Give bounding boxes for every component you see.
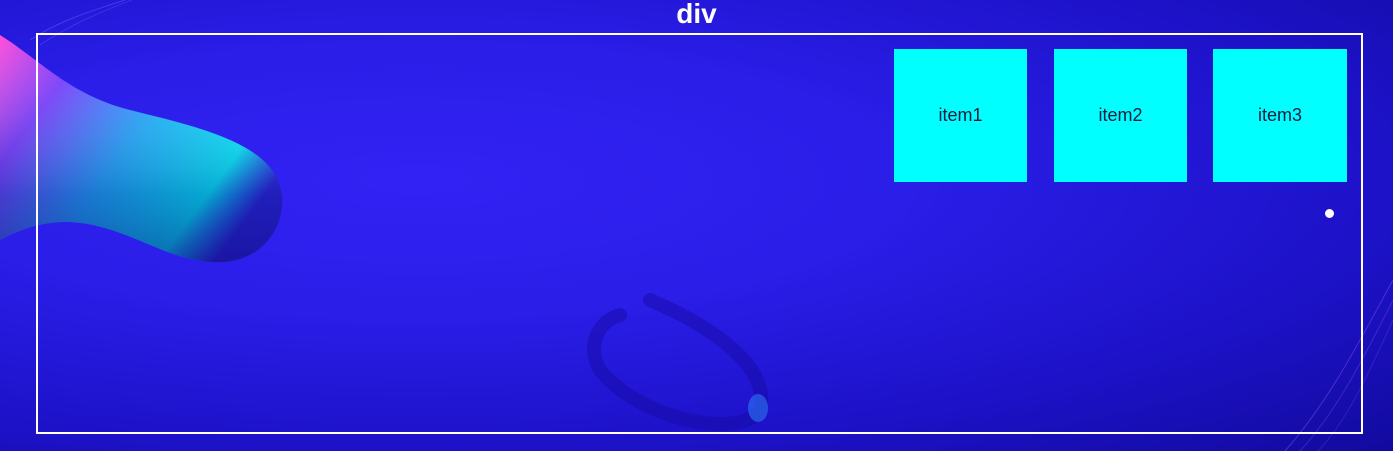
item-label: item3 [1257,105,1302,125]
page-title: div [676,0,717,29]
indicator-dot [1325,209,1334,218]
item-box-2[interactable]: item2 [1054,49,1187,182]
container-frame [36,33,1363,434]
item-label: item2 [1098,105,1143,125]
item-label: item1 [938,105,983,125]
item-box-1[interactable]: item1 [894,49,1027,182]
item-box-3[interactable]: item3 [1213,49,1347,182]
